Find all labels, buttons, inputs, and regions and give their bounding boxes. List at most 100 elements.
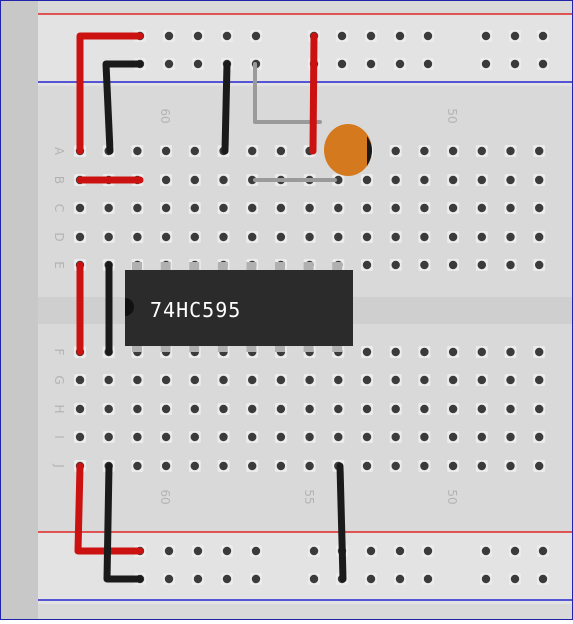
breadboard-hole <box>334 375 343 385</box>
chip-pin-top <box>246 262 257 272</box>
breadboard-hole <box>391 232 400 242</box>
row-label-i: I <box>52 435 66 439</box>
breadboard-hole <box>506 404 515 414</box>
breadboard-hole <box>477 432 486 442</box>
rail-hole <box>193 574 203 584</box>
breadboard-hole <box>219 203 228 213</box>
breadboard-hole <box>477 146 486 156</box>
breadboard-hole <box>362 432 372 442</box>
breadboard-hole <box>506 175 515 185</box>
rail-hole <box>510 546 520 556</box>
breadboard-hole <box>219 375 228 385</box>
breadboard-hole <box>219 461 228 471</box>
breadboard-hole <box>477 461 486 471</box>
breadboard-hole <box>506 432 515 442</box>
breadboard-hole <box>448 432 458 442</box>
rail-hole <box>366 59 376 69</box>
breadboard-hole <box>448 146 458 156</box>
breadboard-hole <box>104 232 113 242</box>
chip-pin-top <box>303 262 314 272</box>
red-wire-top-left <box>76 32 144 155</box>
rail-hole <box>423 574 433 584</box>
breadboard-hole <box>75 375 85 385</box>
breadboard-hole <box>133 232 142 242</box>
breadboard-hole <box>133 375 142 385</box>
breadboard-hole <box>161 461 171 471</box>
chip-pin-bottom <box>189 342 200 352</box>
row-label-d: D <box>52 232 66 241</box>
breadboard-hole <box>190 432 199 442</box>
breadboard-hole <box>448 260 458 270</box>
breadboard-hole <box>190 203 199 213</box>
breadboard-hole <box>133 404 142 414</box>
rail-hole <box>366 574 376 584</box>
rail-hole <box>222 546 232 556</box>
breadboard-hole <box>161 232 171 242</box>
breadboard-hole <box>477 347 486 357</box>
rail-hole <box>481 546 491 556</box>
breadboard-hole <box>248 232 257 242</box>
breadboard-hole <box>334 404 343 414</box>
rail-hole <box>395 59 405 69</box>
breadboard-hole <box>448 404 458 414</box>
column-label-60-bottom: 60 <box>158 489 172 504</box>
breadboard-hole <box>276 375 286 385</box>
breadboard-hole <box>448 375 458 385</box>
column-label-60-top: 60 <box>158 108 172 123</box>
breadboard-hole <box>391 203 400 213</box>
breadboard-hole <box>75 203 85 213</box>
breadboard-hole <box>161 375 171 385</box>
rail-hole <box>222 31 232 41</box>
breadboard-hole <box>362 375 372 385</box>
breadboard-hole <box>219 404 228 414</box>
chip-pin-bottom <box>217 342 228 352</box>
breadboard-hole <box>276 432 286 442</box>
breadboard-hole <box>248 404 257 414</box>
breadboard-hole <box>448 461 458 471</box>
breadboard-hole <box>219 232 228 242</box>
chip-pin-bottom <box>275 342 285 352</box>
breadboard-hole <box>104 375 113 385</box>
chip-body <box>125 270 353 346</box>
breadboard-hole <box>535 146 544 156</box>
chip-pin-bottom <box>303 342 314 352</box>
breadboard-hole <box>248 175 257 185</box>
red-wire-top-center <box>309 32 318 155</box>
breadboard-hole <box>190 146 199 156</box>
rail-hole <box>164 31 174 41</box>
black-wire-bottom-left <box>103 462 144 583</box>
rail-hole <box>251 546 261 556</box>
breadboard-hole <box>391 432 400 442</box>
column-label-55-bottom: 55 <box>302 489 316 504</box>
breadboard-hole <box>161 146 171 156</box>
breadboard-hole <box>75 432 85 442</box>
rail-hole <box>538 574 548 584</box>
breadboard-hole <box>362 232 372 242</box>
rail-hole <box>481 59 491 69</box>
row-label-g: G <box>52 375 66 384</box>
red-wire-bottom-left <box>74 462 144 555</box>
rail-hole <box>193 546 203 556</box>
rail-hole <box>309 574 319 584</box>
breadboard-hole <box>305 404 314 414</box>
breadboard-hole <box>506 260 515 270</box>
breadboard-hole <box>506 232 515 242</box>
breadboard-hole <box>535 461 544 471</box>
rail-hole <box>164 59 174 69</box>
breadboard-hole <box>391 260 400 270</box>
breadboard-hole <box>219 175 228 185</box>
breadboard-hole <box>362 175 372 185</box>
rail-hole <box>481 31 491 41</box>
column-label-50-top: 50 <box>445 108 459 123</box>
breadboard-hole <box>161 404 171 414</box>
chip-pin-top <box>217 262 228 272</box>
rail-hole <box>538 59 548 69</box>
rail-hole <box>193 59 203 69</box>
breadboard-hole <box>506 146 515 156</box>
row-label-h: H <box>52 404 66 413</box>
rail-hole <box>423 31 433 41</box>
rail-hole <box>510 59 520 69</box>
wires <box>74 32 347 583</box>
